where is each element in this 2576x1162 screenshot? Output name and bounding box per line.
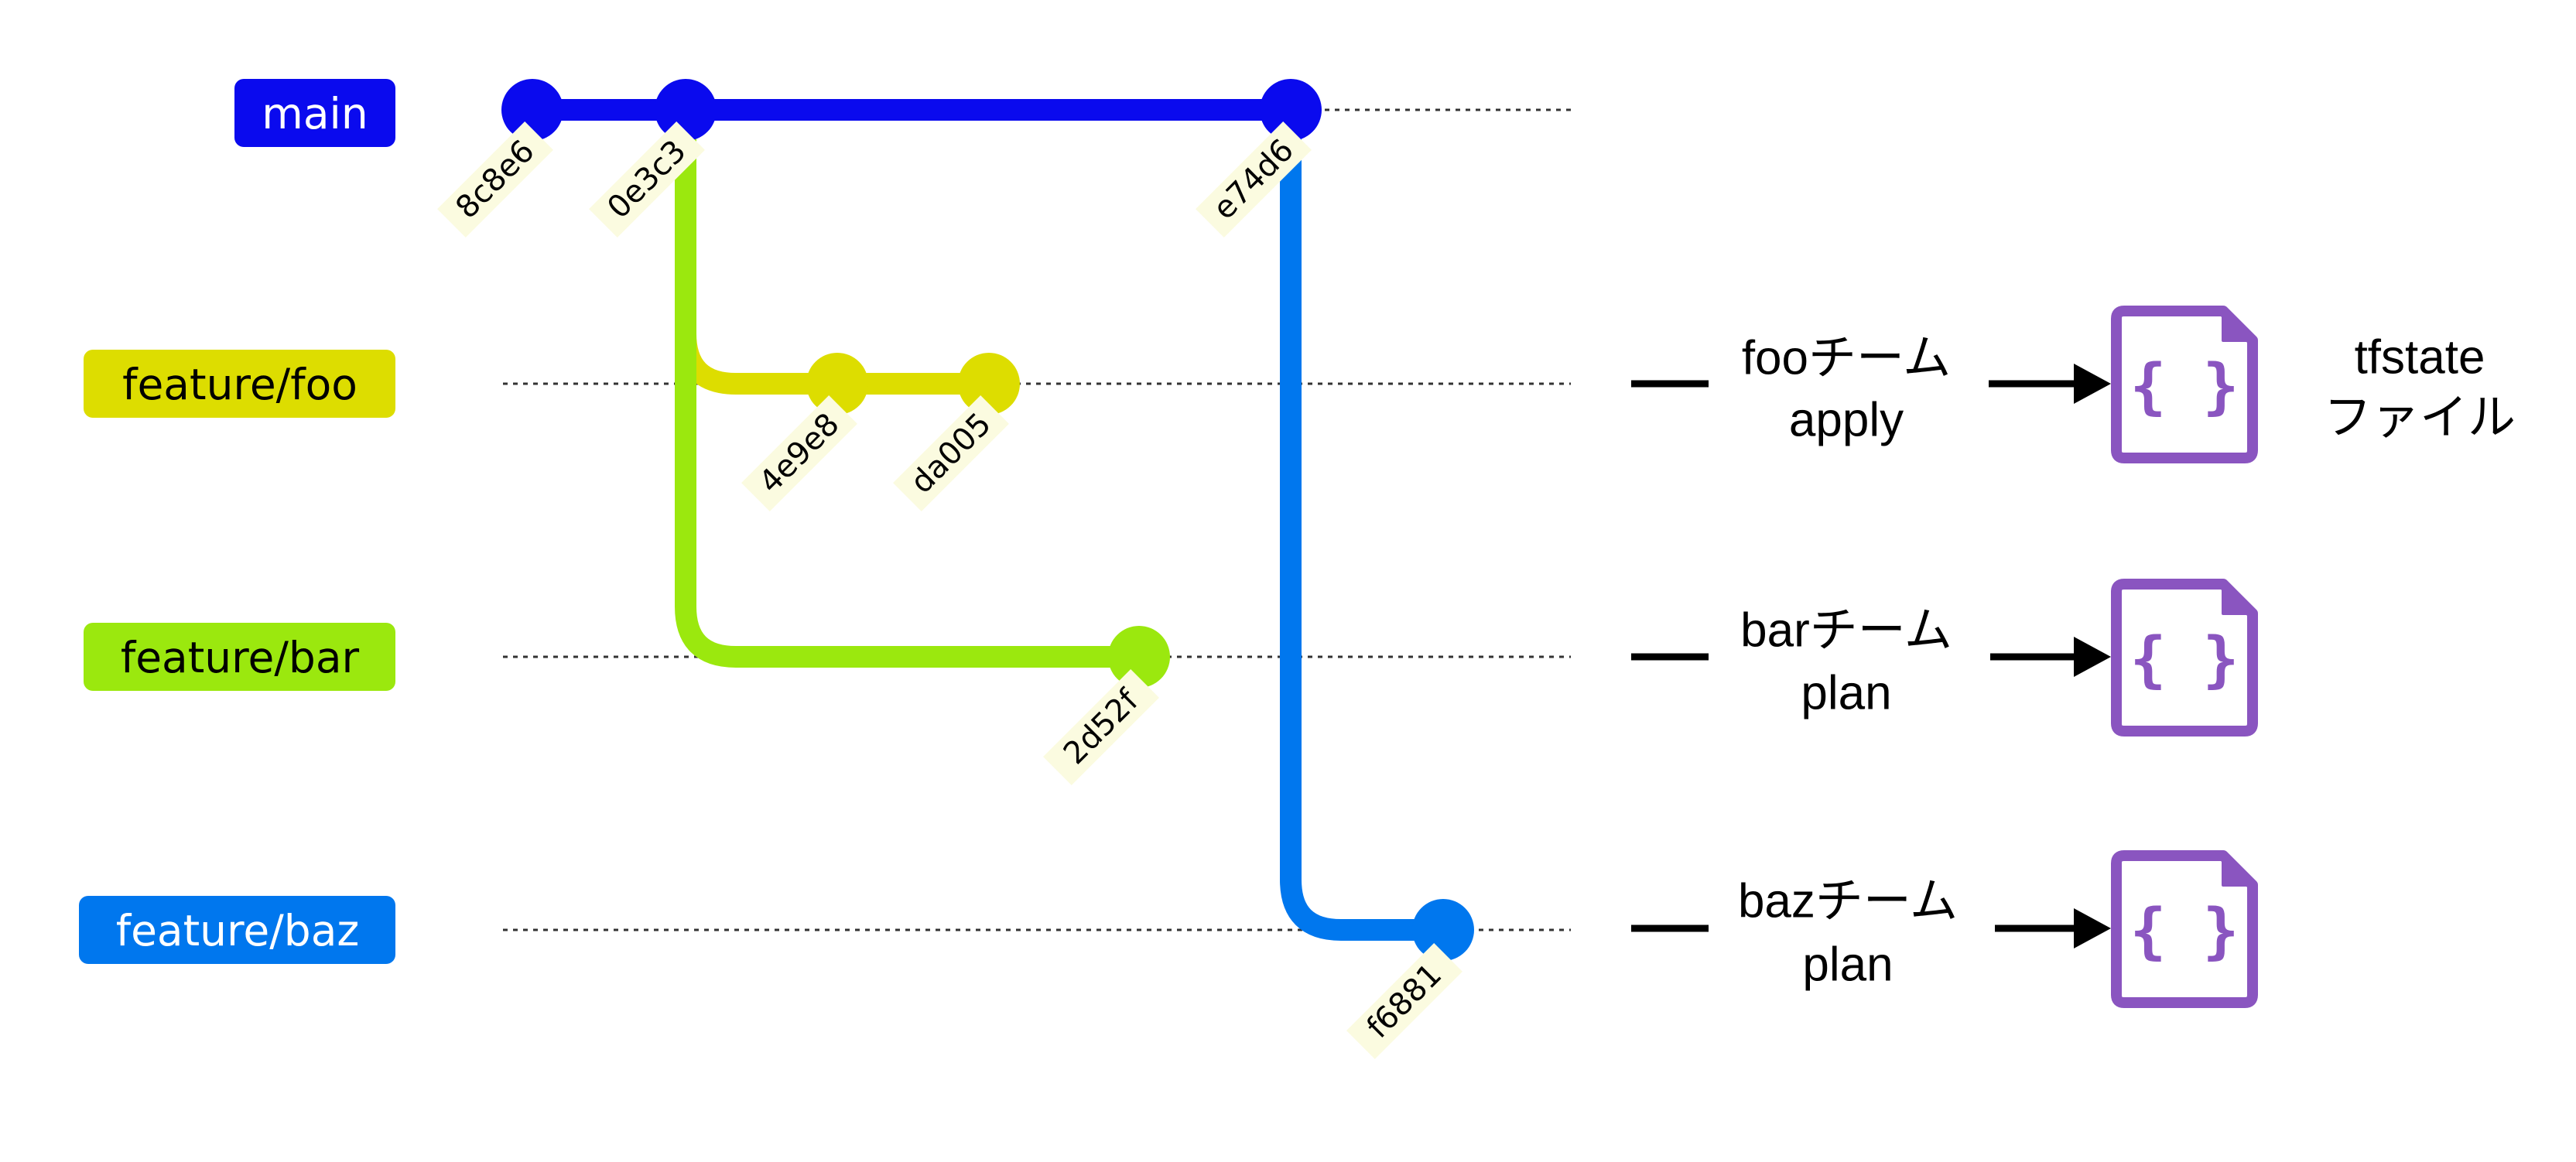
svg-text:4e9e8: 4e9e8 [752,406,846,500]
tfstate-label-sub: ファイル [2324,391,2516,445]
svg-text:{ }: { } [2130,352,2239,422]
json-file-icon[interactable]: { } [2111,850,2258,1008]
commit-label-2d52f: 2d52f [1043,669,1159,785]
team-row-baz: bazチーム plan [1631,875,2111,992]
svg-text:main: main [262,89,368,138]
team-action: apply [1789,394,1904,447]
branch-badge-feature-baz[interactable]: feature/baz [79,896,395,964]
commit-dot-8c8e6[interactable] [501,79,563,141]
team-row-foo: fooチーム apply [1631,332,2111,447]
commit-dot-4e9e8[interactable] [806,353,868,415]
lane-guides [503,108,1571,931]
team-row-bar: barチーム plan [1631,604,2111,720]
arrow-head [2074,364,2111,404]
commit-label-f6881: f6881 [1346,943,1462,1059]
commit-dot-2d52f[interactable] [1108,626,1170,688]
branch-line-baz [1280,99,1454,941]
team-name: barチーム [1740,604,1952,658]
json-file-icon[interactable]: { } [2111,579,2258,737]
svg-text:da005: da005 [904,406,998,501]
commit-dot-0e3c3[interactable] [655,79,717,141]
commit-label-8c8e6: 8c8e6 [437,121,553,238]
team-action: plan [1802,938,1893,992]
commit-label-4e9e8: 4e9e8 [741,395,857,511]
svg-text:8c8e6: 8c8e6 [449,133,541,225]
svg-text:feature/baz: feature/baz [116,906,360,955]
branch-badge-feature-foo[interactable]: feature/foo [84,350,395,418]
json-file-icon[interactable]: { } [2111,306,2258,463]
team-name: bazチーム [1738,875,1958,928]
svg-text:f6881: f6881 [1360,957,1449,1045]
svg-text:feature/foo: feature/foo [122,360,357,409]
svg-text:feature/bar: feature/bar [121,633,360,682]
svg-text:{ }: { } [2130,625,2239,695]
arrow-head [2074,637,2111,677]
tfstate-label: tfstate [2355,331,2485,384]
branch-line-bar [675,99,1150,668]
team-action: plan [1801,667,1891,720]
arrow-head [2074,908,2111,948]
commit-dot-f6881[interactable] [1412,899,1474,961]
commit-dot-da005[interactable] [958,353,1020,415]
svg-text:{ }: { } [2130,897,2239,966]
commit-dot-e74d6[interactable] [1260,79,1322,141]
branch-line-foo [675,99,1000,395]
branch-badge-feature-bar[interactable]: feature/bar [84,623,395,691]
commit-label-da005: da005 [893,395,1009,511]
branch-badge-main[interactable]: main [234,79,395,147]
svg-text:2d52f: 2d52f [1057,682,1146,771]
team-name: fooチーム [1742,332,1951,385]
